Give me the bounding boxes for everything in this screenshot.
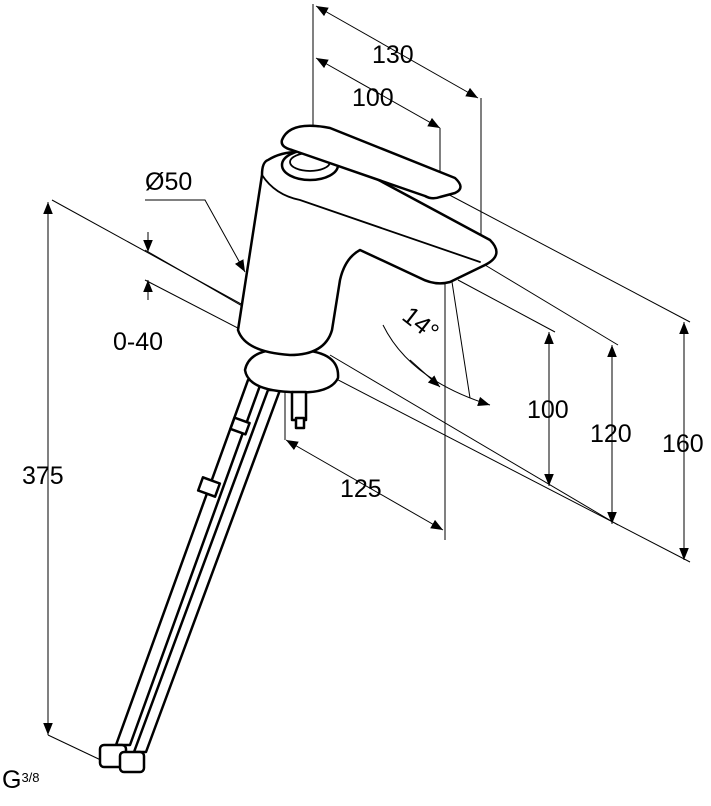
dimension-lines xyxy=(43,5,689,735)
mounting-set xyxy=(243,348,340,430)
dim-diameter: Ø50 xyxy=(145,168,192,196)
dim-160: 160 xyxy=(662,430,704,458)
supply-hoses xyxy=(98,378,282,774)
dim-100-reach: 100 xyxy=(352,84,394,112)
dim-angle: 14° xyxy=(397,301,444,346)
dim-375: 375 xyxy=(22,462,64,490)
dim-125: 125 xyxy=(340,475,382,503)
extension-lines xyxy=(47,4,691,763)
dim-deck: 0-40 xyxy=(113,328,163,356)
dim-130: 130 xyxy=(372,41,414,69)
dim-100-outlet: 100 xyxy=(527,396,569,424)
dim-connection: G3/8 xyxy=(2,766,40,794)
faucet-body xyxy=(236,124,498,357)
lever-handle xyxy=(280,124,462,200)
dim-120: 120 xyxy=(590,420,632,448)
hose-nut-right xyxy=(118,750,146,774)
